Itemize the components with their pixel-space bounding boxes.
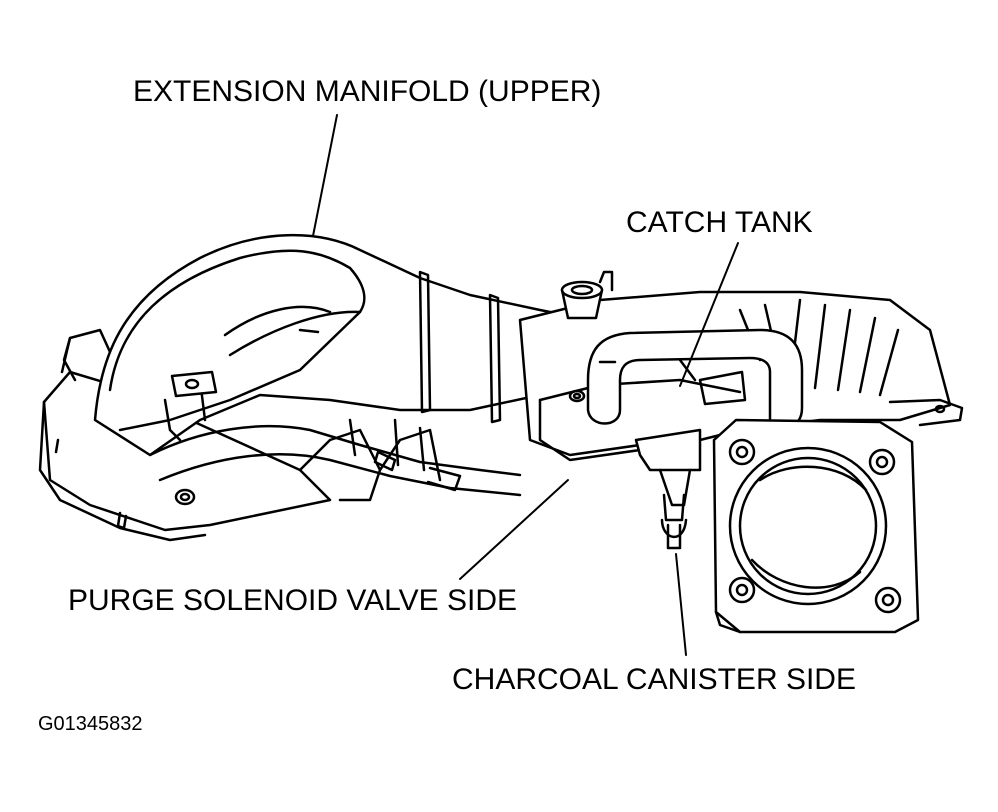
- catch-tank-label: CATCH TANK: [626, 206, 813, 239]
- leader-purge-solenoid: [459, 479, 569, 580]
- charcoal-canister-side-label: CHARCOAL CANISTER SIDE: [452, 663, 856, 696]
- leader-charcoal-canister: [675, 553, 687, 656]
- extension-manifold-body: [93, 234, 602, 502]
- figure-code: G01345832: [38, 713, 143, 735]
- leader-catch-tank: [679, 242, 739, 387]
- leader-lines: [312, 114, 739, 656]
- leader-extension-manifold: [312, 114, 338, 237]
- catch-tank: [586, 328, 804, 507]
- throttle-body-flange: [712, 418, 920, 634]
- extension-manifold-label: EXTENSION MANIFOLD (UPPER): [133, 75, 602, 108]
- purge-solenoid-valve-side-label: PURGE SOLENOID VALVE SIDE: [68, 584, 518, 617]
- canister-nozzle: [660, 493, 688, 550]
